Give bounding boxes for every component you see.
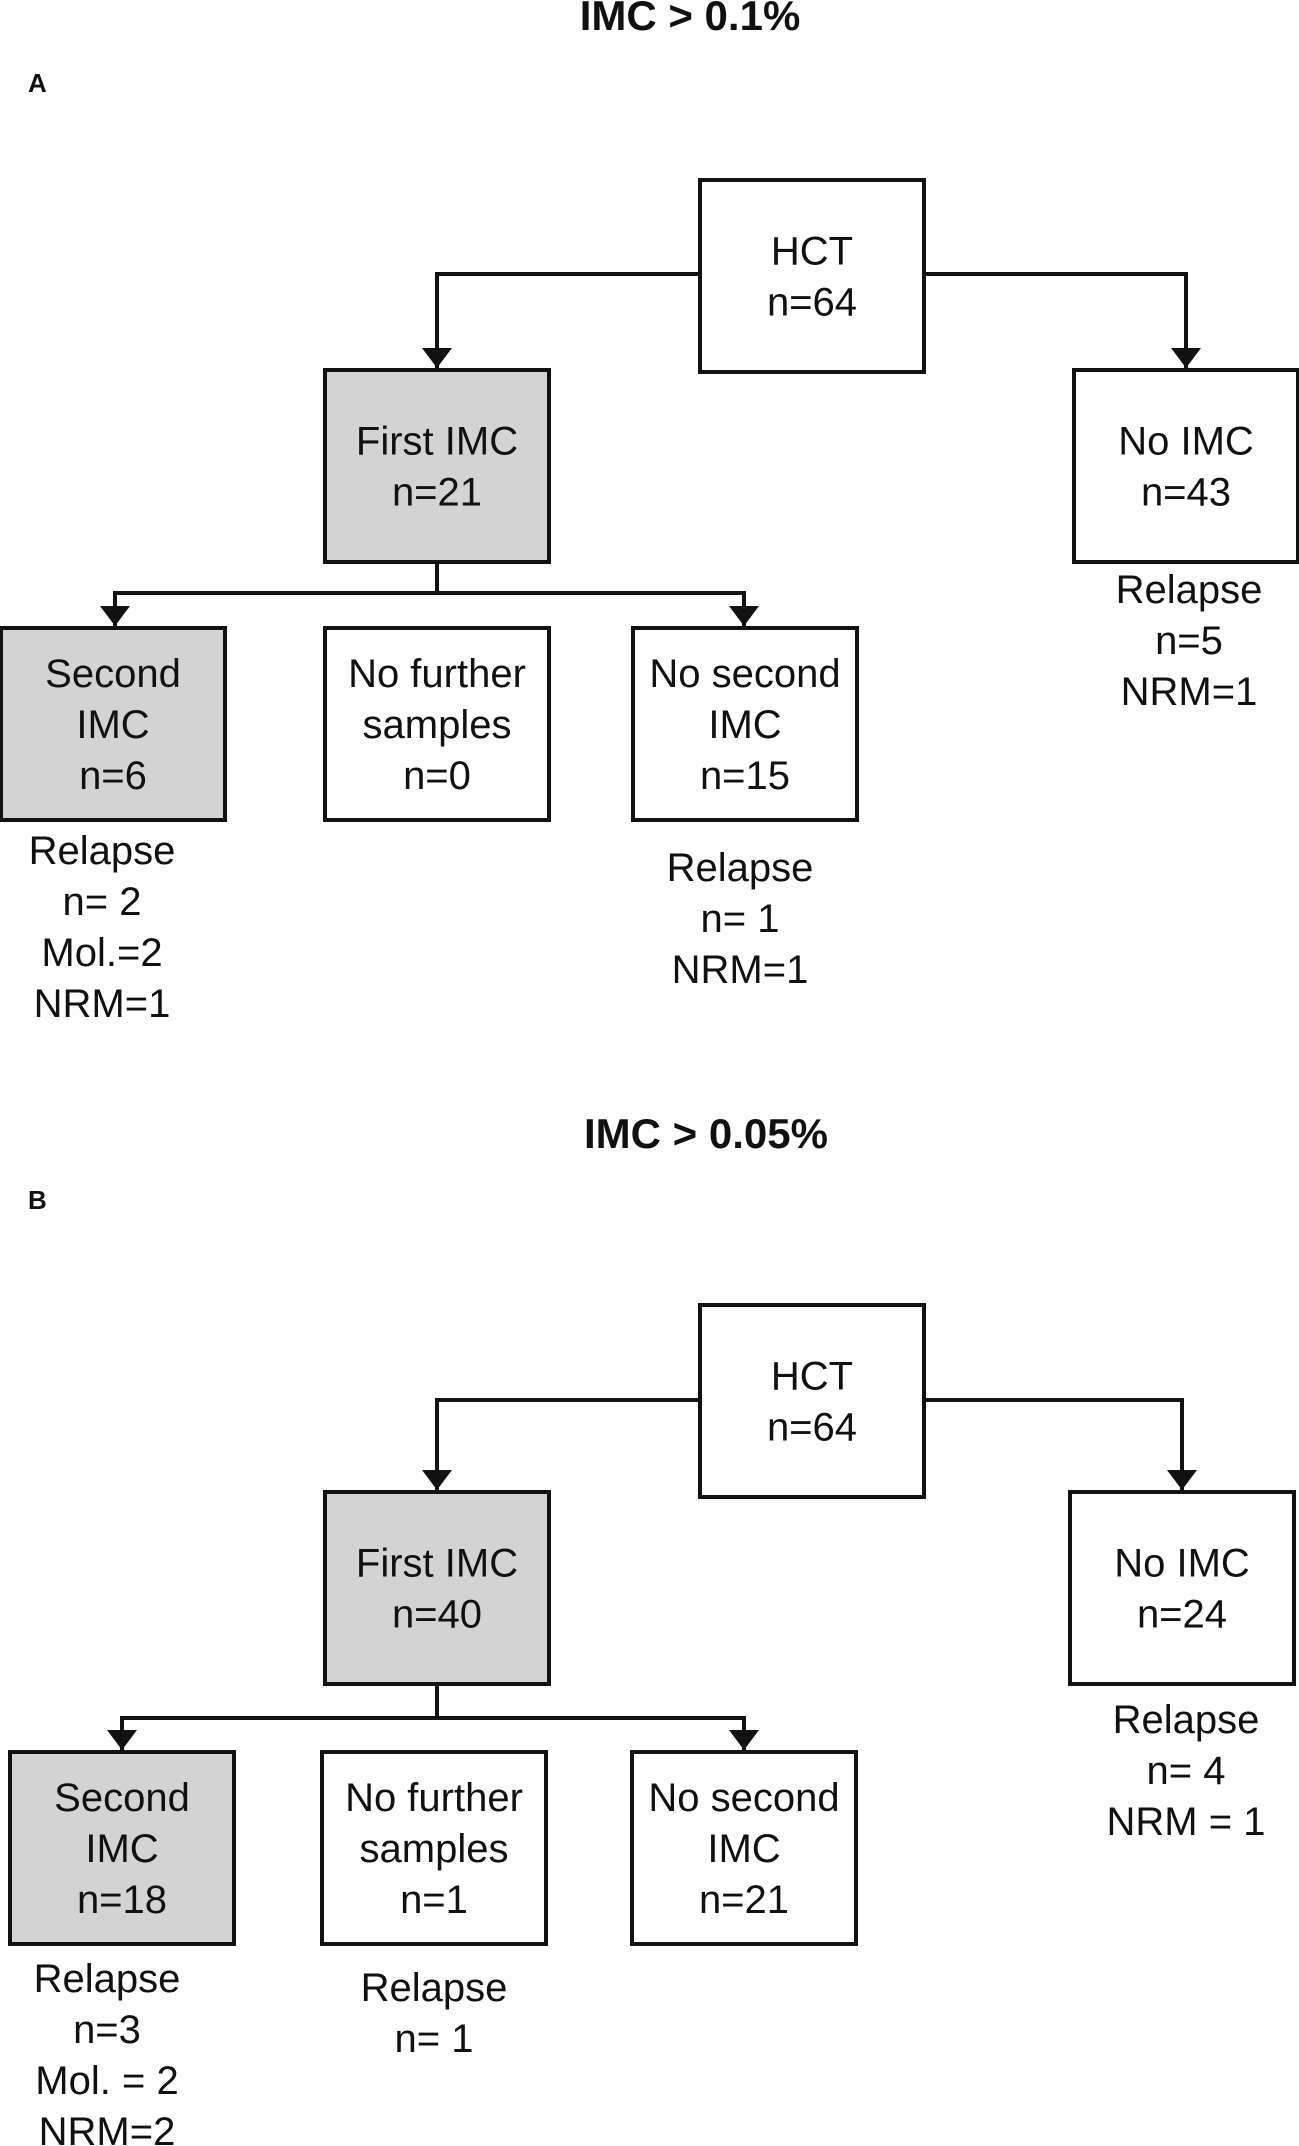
node-label-line: samples [360,1827,509,1871]
node-hct: HCT n=64 [698,1303,926,1499]
node-label-line: n=6 [79,754,147,798]
node-label-line: IMC [85,1827,158,1871]
node-label-line: n=21 [392,471,482,515]
outcome-note-line: Relapse [29,829,176,873]
node-box [1072,368,1299,564]
node-label-line: No second [648,1776,839,1820]
node-first-imc: First IMC n=21 [323,368,551,564]
node-label-line: n=24 [1137,1593,1227,1637]
node-box [0,626,227,822]
outcome-note-line: Mol.=2 [41,931,162,975]
node-box [698,1303,926,1499]
outcome-note-line: Relapse [667,846,814,890]
outcome-note-line: n=3 [73,2008,141,2052]
node-no-further: No further samples n=0 [323,626,551,822]
node-no-imc: No IMC n=24 [1068,1490,1296,1686]
outcome-note-line: NRM=1 [672,948,809,992]
outcome-note-line: Relapse [361,1966,508,2010]
node-label-line: n=1 [400,1878,468,1922]
outcome-note-line: NRM=1 [34,982,171,1026]
node-label-line: No further [348,652,526,696]
node-label-line: IMC [708,703,781,747]
outcome-note-line: NRM = 1 [1107,1800,1266,1844]
node-box [631,626,859,822]
arrow-hct-to-first-imc [422,272,700,368]
node-box [1068,1490,1296,1686]
node-label-line: n=21 [699,1878,789,1922]
outcome-note-line: NRM=1 [1121,670,1258,714]
node-no-imc: No IMC n=43 [1072,368,1299,564]
node-label-line: Second [54,1776,190,1820]
node-box [323,1490,551,1686]
connectors [107,1398,1197,1750]
node-box [8,1750,236,1946]
node-label-line: n=64 [767,1406,857,1450]
outcome-note-line: n= 1 [395,2017,474,2061]
node-hct: HCT n=64 [698,178,926,374]
node-label-line: No IMC [1114,1542,1250,1586]
panel-title: IMC > 0.05% [584,1110,828,1157]
node-box [630,1750,858,1946]
node-box [698,178,926,374]
arrow-hct-to-no-imc [924,272,1201,368]
node-label-line: IMC [76,703,149,747]
node-label-line: n=43 [1141,471,1231,515]
outcome-note-line: n= 1 [701,897,780,941]
node-label-line: HCT [771,230,853,274]
outcome-note-no-further: Relapse n= 1 [361,1966,508,2061]
outcome-note-line: n= 2 [63,880,142,924]
connectors [100,272,1201,626]
outcome-note-no-imc: Relapse n= 4 NRM = 1 [1107,1698,1266,1844]
node-first-imc: First IMC n=40 [323,1490,551,1686]
outcome-note-line: Relapse [1113,1698,1260,1742]
arrow-hct-to-first-imc [422,1398,700,1490]
node-no-further: No further samples n=1 [320,1750,548,1946]
node-label-line: samples [363,703,512,747]
node-label-line: No second [649,652,840,696]
node-label-line: Second [45,652,181,696]
outcome-note-line: Relapse [34,1957,181,2001]
node-label-line: No further [345,1776,523,1820]
node-label-line: n=0 [403,754,471,798]
outcome-note-line: n= 4 [1147,1749,1226,1793]
node-label-line: HCT [771,1355,853,1399]
arrow-to-no-second-imc [120,1716,759,1750]
node-label-line: First IMC [356,420,518,464]
node-label-line: No IMC [1118,420,1254,464]
outcome-note-no-second: Relapse n= 1 NRM=1 [667,846,814,992]
node-box [323,626,551,822]
outcome-note-line: Relapse [1116,568,1263,612]
node-label-line: First IMC [356,1542,518,1586]
arrow-hct-to-no-imc [924,1398,1197,1490]
node-label-line: IMC [707,1827,780,1871]
node-label-line: n=15 [700,754,790,798]
outcome-note-line: n=5 [1155,619,1223,663]
panel-label: A [28,68,47,98]
node-label-line: n=40 [392,1593,482,1637]
panel-title: IMC > 0.1% [580,0,801,39]
node-box [320,1750,548,1946]
node-box [323,368,551,564]
panel-label: B [28,1185,47,1215]
node-label-line: n=18 [77,1878,167,1922]
arrow-to-no-second-imc [113,591,759,626]
outcome-note-line: Mol. = 2 [35,2059,178,2103]
outcome-note-line: NRM=2 [39,2110,176,2146]
node-label-line: n=64 [767,281,857,325]
